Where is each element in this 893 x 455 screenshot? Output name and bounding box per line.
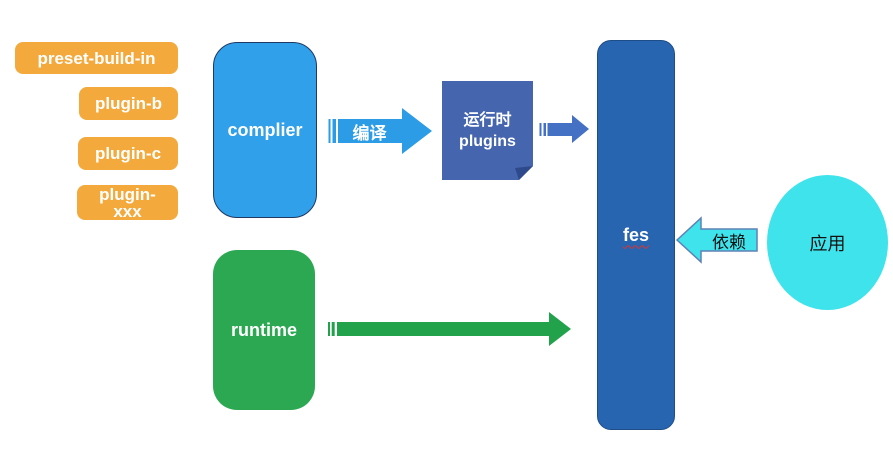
app-label: 应用 bbox=[809, 233, 846, 254]
runtime-plugins-note: 运行时 plugins bbox=[442, 81, 533, 180]
compile-arrow-label: 编译 bbox=[352, 123, 387, 143]
note-fold-corner bbox=[515, 166, 533, 180]
complier-node: complier bbox=[213, 42, 317, 218]
chip-plugin-c: plugin-c bbox=[78, 137, 178, 170]
app-ellipse: 应用 bbox=[767, 175, 888, 310]
note-body-shape bbox=[442, 81, 533, 180]
runtime-plugins-label: 运行时 plugins bbox=[459, 111, 516, 150]
depend-arrow-label: 依赖 bbox=[712, 232, 746, 252]
chip-plugin-b: plugin-b bbox=[79, 87, 178, 120]
fes-label: fes bbox=[622, 224, 649, 245]
runtime-to-fes-arrow bbox=[328, 312, 571, 346]
runtime-node: runtime bbox=[213, 250, 315, 410]
complier-label: complier bbox=[227, 119, 303, 140]
folded-note-shape bbox=[442, 81, 533, 180]
runtime-label: runtime bbox=[230, 319, 297, 340]
note-to-fes-arrow bbox=[539, 115, 589, 143]
chip-preset-build-in: preset-build-in bbox=[15, 42, 178, 74]
chip-plugin-xxx: plugin- xxx bbox=[77, 185, 178, 220]
fes-node: fes bbox=[597, 40, 675, 430]
